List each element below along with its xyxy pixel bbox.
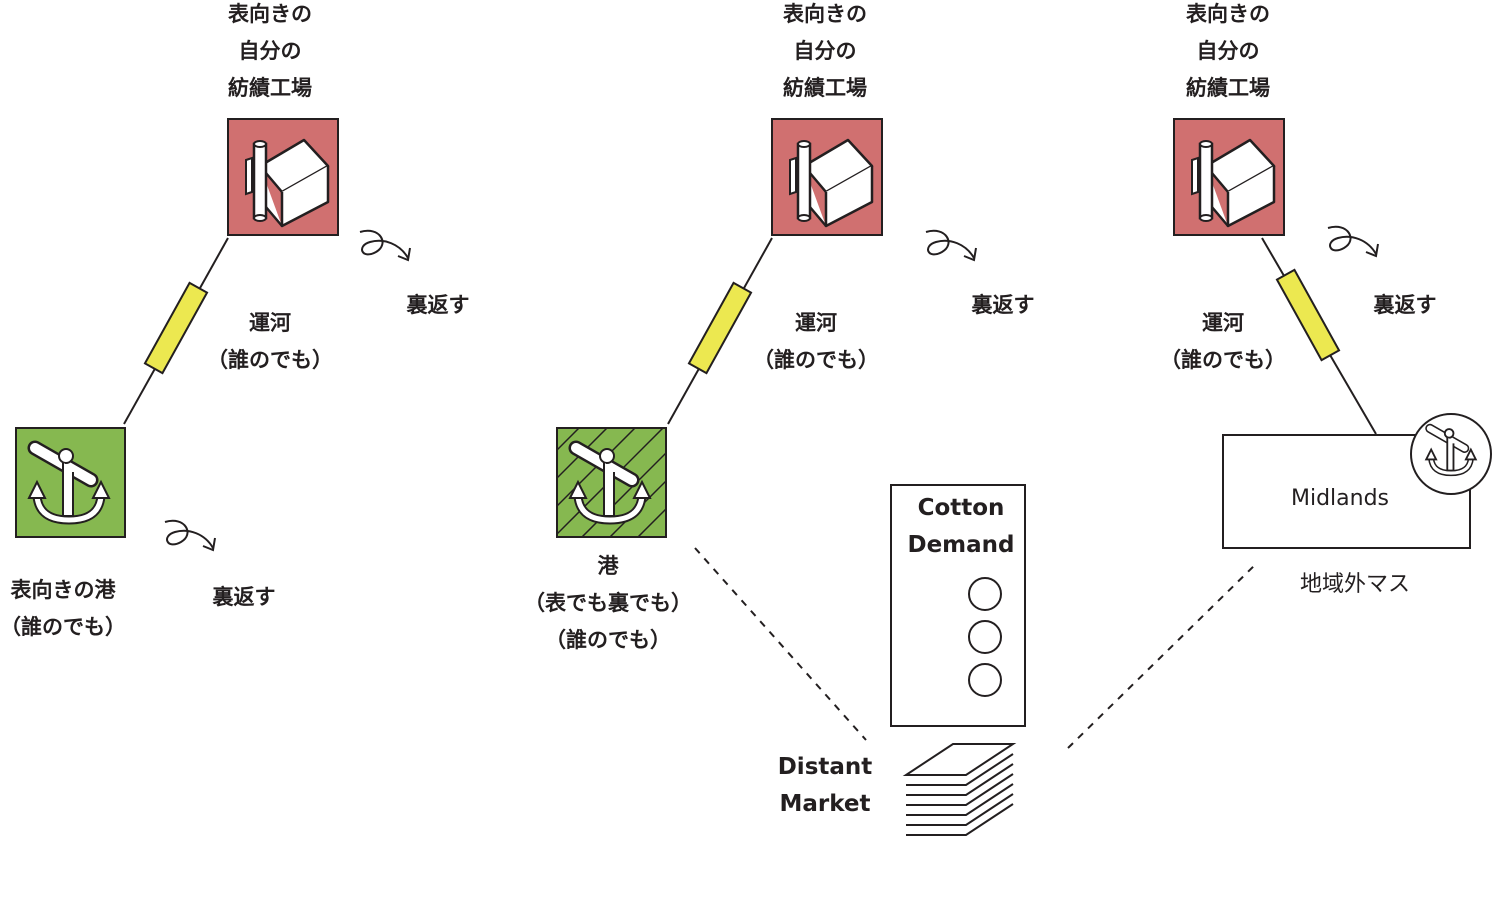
mill-tile	[227, 118, 339, 236]
flip-label: 裏返す	[1373, 293, 1437, 317]
flip-label: 裏返す	[406, 293, 470, 317]
demand-slot	[968, 620, 1002, 654]
distant-market-label-line: Market	[779, 791, 871, 817]
port-label: 港 （表でも裏でも） （誰のでも）	[508, 548, 708, 659]
canal-tile	[687, 281, 753, 375]
mill-label-line: 紡績工場	[783, 76, 867, 100]
canal-tile	[1275, 268, 1341, 362]
canal-tile	[143, 281, 209, 375]
flip-arrow-icon	[164, 519, 216, 551]
canal-label-line: （誰のでも）	[753, 348, 879, 372]
anchor-icon	[1424, 423, 1478, 477]
dashed-connection-line	[1067, 561, 1259, 749]
port-label-line: （誰のでも）	[545, 628, 671, 652]
midlands-location-box	[1222, 413, 1492, 549]
port-label-line: （誰のでも）	[0, 615, 126, 639]
dashed-connection-line	[694, 547, 867, 741]
mill-label-line: 自分の	[238, 39, 302, 63]
demand-slot	[968, 577, 1002, 611]
canal-label: 運河 （誰のでも）	[190, 305, 350, 379]
port-tile-hatched	[556, 427, 667, 538]
mill-label-line: 紡績工場	[1186, 76, 1270, 100]
port-label-line: （表でも裏でも）	[524, 591, 692, 615]
location-name: Midlands	[1290, 486, 1390, 511]
cotton-demand-title-line: Cotton	[917, 495, 1005, 521]
canal-label-line: 運河	[1202, 311, 1244, 335]
market-tile-stack-icon	[902, 743, 1017, 836]
flip-label: 裏返す	[971, 293, 1035, 317]
flip-arrow-icon	[359, 229, 411, 261]
mill-label: 表向きの 自分の 紡績工場	[1153, 0, 1303, 107]
cotton-demand-track	[890, 484, 1026, 727]
location-caption: 地域外マス	[1299, 572, 1410, 597]
distant-market-label: Distant Market	[760, 749, 890, 823]
flip-arrow-icon	[925, 229, 977, 261]
canal-label: 運河 （誰のでも）	[736, 305, 896, 379]
canal-label-line: 運河	[249, 311, 291, 335]
flip-arrow-icon	[1327, 225, 1379, 257]
canal-label: 運河 （誰のでも）	[1143, 305, 1303, 379]
mill-tile	[771, 118, 883, 236]
mill-label-line: 表向きの	[228, 2, 312, 26]
mill-label: 表向きの 自分の 紡績工場	[750, 0, 900, 107]
port-label: 表向きの港 （誰のでも）	[0, 572, 136, 646]
mill-label-line: 紡績工場	[228, 76, 312, 100]
port-label-line: 表向きの港	[10, 578, 116, 602]
mill-tile	[1173, 118, 1285, 236]
mill-label-line: 自分の	[793, 39, 857, 63]
flip-label: 裏返す	[212, 585, 276, 609]
mill-label-line: 表向きの	[783, 2, 867, 26]
cotton-demand-title-line: Demand	[907, 532, 1015, 558]
canal-label-line: （誰のでも）	[1160, 348, 1286, 372]
mill-label-line: 自分の	[1196, 39, 1260, 63]
port-tile	[15, 427, 126, 538]
canal-label-line: 運河	[795, 311, 837, 335]
distant-market-label-line: Distant	[777, 754, 873, 780]
demand-slot	[968, 663, 1002, 697]
mill-label-line: 表向きの	[1186, 2, 1270, 26]
mill-label: 表向きの 自分の 紡績工場	[195, 0, 345, 107]
port-label-line: 港	[597, 554, 619, 578]
canal-label-line: （誰のでも）	[207, 348, 333, 372]
cotton-demand-title: Cotton Demand	[891, 490, 1031, 564]
